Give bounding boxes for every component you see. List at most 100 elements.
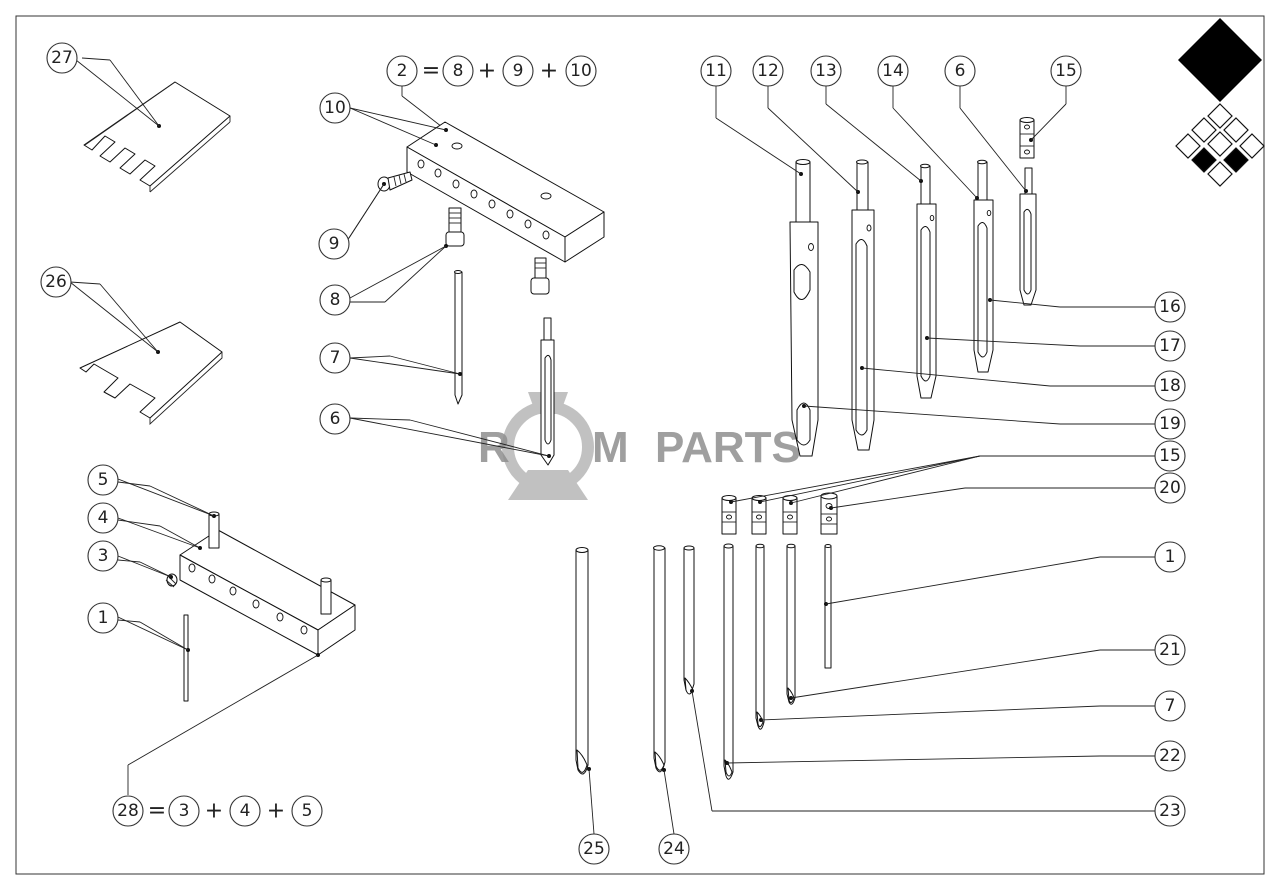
formula-operator: =: [422, 59, 440, 84]
callout-number: 15: [1159, 446, 1181, 466]
callout-number: 6: [955, 61, 966, 81]
callout-22: 22: [726, 740, 1186, 772]
callout-24: 24: [658, 769, 690, 865]
callout-6-top: 6: [944, 55, 1027, 192]
part-10-drilled-block: [406, 121, 605, 263]
callout-15-top: 15: [1030, 55, 1082, 141]
part-22-pin: [723, 543, 734, 780]
callout-number: 27: [51, 48, 73, 68]
callout-8: 8: [319, 245, 447, 316]
callout-11: 11: [700, 55, 802, 175]
callout-number: 16: [1159, 297, 1181, 317]
callout-number: 7: [1165, 696, 1176, 716]
callout-7-right: 7: [760, 690, 1186, 722]
callout-number: 11: [705, 61, 727, 81]
part-27-comb-plate: [83, 81, 231, 193]
callout-number: 10: [570, 61, 592, 81]
part-11-large-tool: [789, 159, 819, 457]
callout-number: 23: [1159, 801, 1181, 821]
brand-logo: [1175, 18, 1265, 187]
callout-number: 22: [1159, 746, 1181, 766]
callout-20: 20: [830, 472, 1186, 509]
callout-number: 17: [1159, 336, 1181, 356]
callout-number: 3: [98, 546, 109, 566]
part-7-right-pin: [755, 543, 765, 730]
callout-number: 12: [757, 61, 779, 81]
callout-number: 8: [330, 290, 341, 310]
callout-12: 12: [752, 55, 859, 193]
drawing-border: [15, 15, 1265, 875]
formula-operator: +: [205, 799, 223, 824]
callout-number: 9: [329, 234, 340, 254]
formula-operator: =: [148, 799, 166, 824]
part-25-long-pin: [575, 547, 591, 775]
callout-number: 1: [1165, 547, 1176, 567]
callout-7: 7: [319, 342, 461, 375]
callout-number: 4: [240, 801, 251, 821]
part-9-screw: [377, 171, 413, 192]
callout-number: 9: [513, 61, 524, 81]
callout-number: 1: [98, 608, 109, 628]
callout-number: 18: [1159, 376, 1181, 396]
callout-number: 28: [117, 801, 139, 821]
callout-number: 8: [453, 61, 464, 81]
callout-18: 18: [861, 367, 1186, 402]
callout-9: 9: [318, 183, 385, 260]
formula-2: 2 = 8 + 9 + 10: [386, 55, 597, 131]
callout-14: 14: [877, 55, 978, 199]
callout-number: 10: [324, 98, 346, 118]
callout-17: 17: [926, 330, 1186, 362]
callout-number: 5: [98, 470, 109, 490]
callout-21: 21: [790, 634, 1186, 699]
part-15-coupler-top: [1019, 117, 1035, 159]
callout-15-right: 15: [730, 440, 1186, 504]
callout-23: 23: [691, 690, 1186, 827]
callout-number: 20: [1159, 478, 1181, 498]
callout-number: 21: [1159, 640, 1181, 660]
formula-operator: +: [540, 59, 558, 84]
part-14-tool: [973, 159, 994, 373]
callout-5: 5: [87, 464, 215, 517]
callout-4: 4: [87, 502, 202, 550]
callout-1-right: 1: [825, 541, 1186, 605]
part-15-couplers: [721, 495, 798, 535]
callout-number: 14: [882, 61, 904, 81]
formula-operator: +: [267, 799, 285, 824]
callout-number: 6: [330, 409, 341, 429]
callout-number: 25: [583, 839, 605, 859]
callout-number: 24: [663, 839, 685, 859]
part-26-slotted-plate: [79, 321, 223, 426]
callout-26: 26: [40, 266, 159, 353]
part-1-small-pin: [183, 614, 190, 702]
callout-1-left: 1: [87, 602, 189, 651]
callout-number: 5: [302, 801, 313, 821]
callout-number: 15: [1055, 61, 1077, 81]
callout-number: 26: [45, 272, 67, 292]
part-12-tool: [851, 159, 875, 451]
formula-operator: +: [478, 59, 496, 84]
part-20-coupler: [820, 492, 838, 535]
part-13-tool: [916, 163, 937, 399]
watermark-letter-m: M: [592, 423, 629, 472]
callout-number: 2: [397, 61, 408, 81]
callout-25: 25: [578, 768, 610, 865]
callout-27: 27: [46, 42, 160, 127]
callout-number: 19: [1159, 414, 1181, 434]
callout-6-left: 6: [319, 403, 550, 457]
callout-number: 4: [98, 508, 109, 528]
watermark: R M PARTS: [478, 392, 801, 500]
part-8-bolts: [444, 207, 550, 295]
formula-28: 28 = 3 + 4 + 5: [112, 654, 323, 827]
part-7-pin: [454, 270, 463, 405]
callout-number: 7: [330, 348, 341, 368]
part-24-pin: [653, 545, 666, 773]
part-21-pin: [786, 543, 796, 705]
callout-number: 13: [815, 61, 837, 81]
watermark-parts: PARTS: [655, 423, 801, 472]
callout-13: 13: [810, 55, 922, 182]
part-1-right-pin: [824, 544, 832, 669]
part-6-slotted-pin: [540, 317, 555, 466]
callout-3: 3: [87, 540, 172, 578]
callout-16: 16: [989, 291, 1186, 323]
part-4-block: [179, 529, 356, 657]
